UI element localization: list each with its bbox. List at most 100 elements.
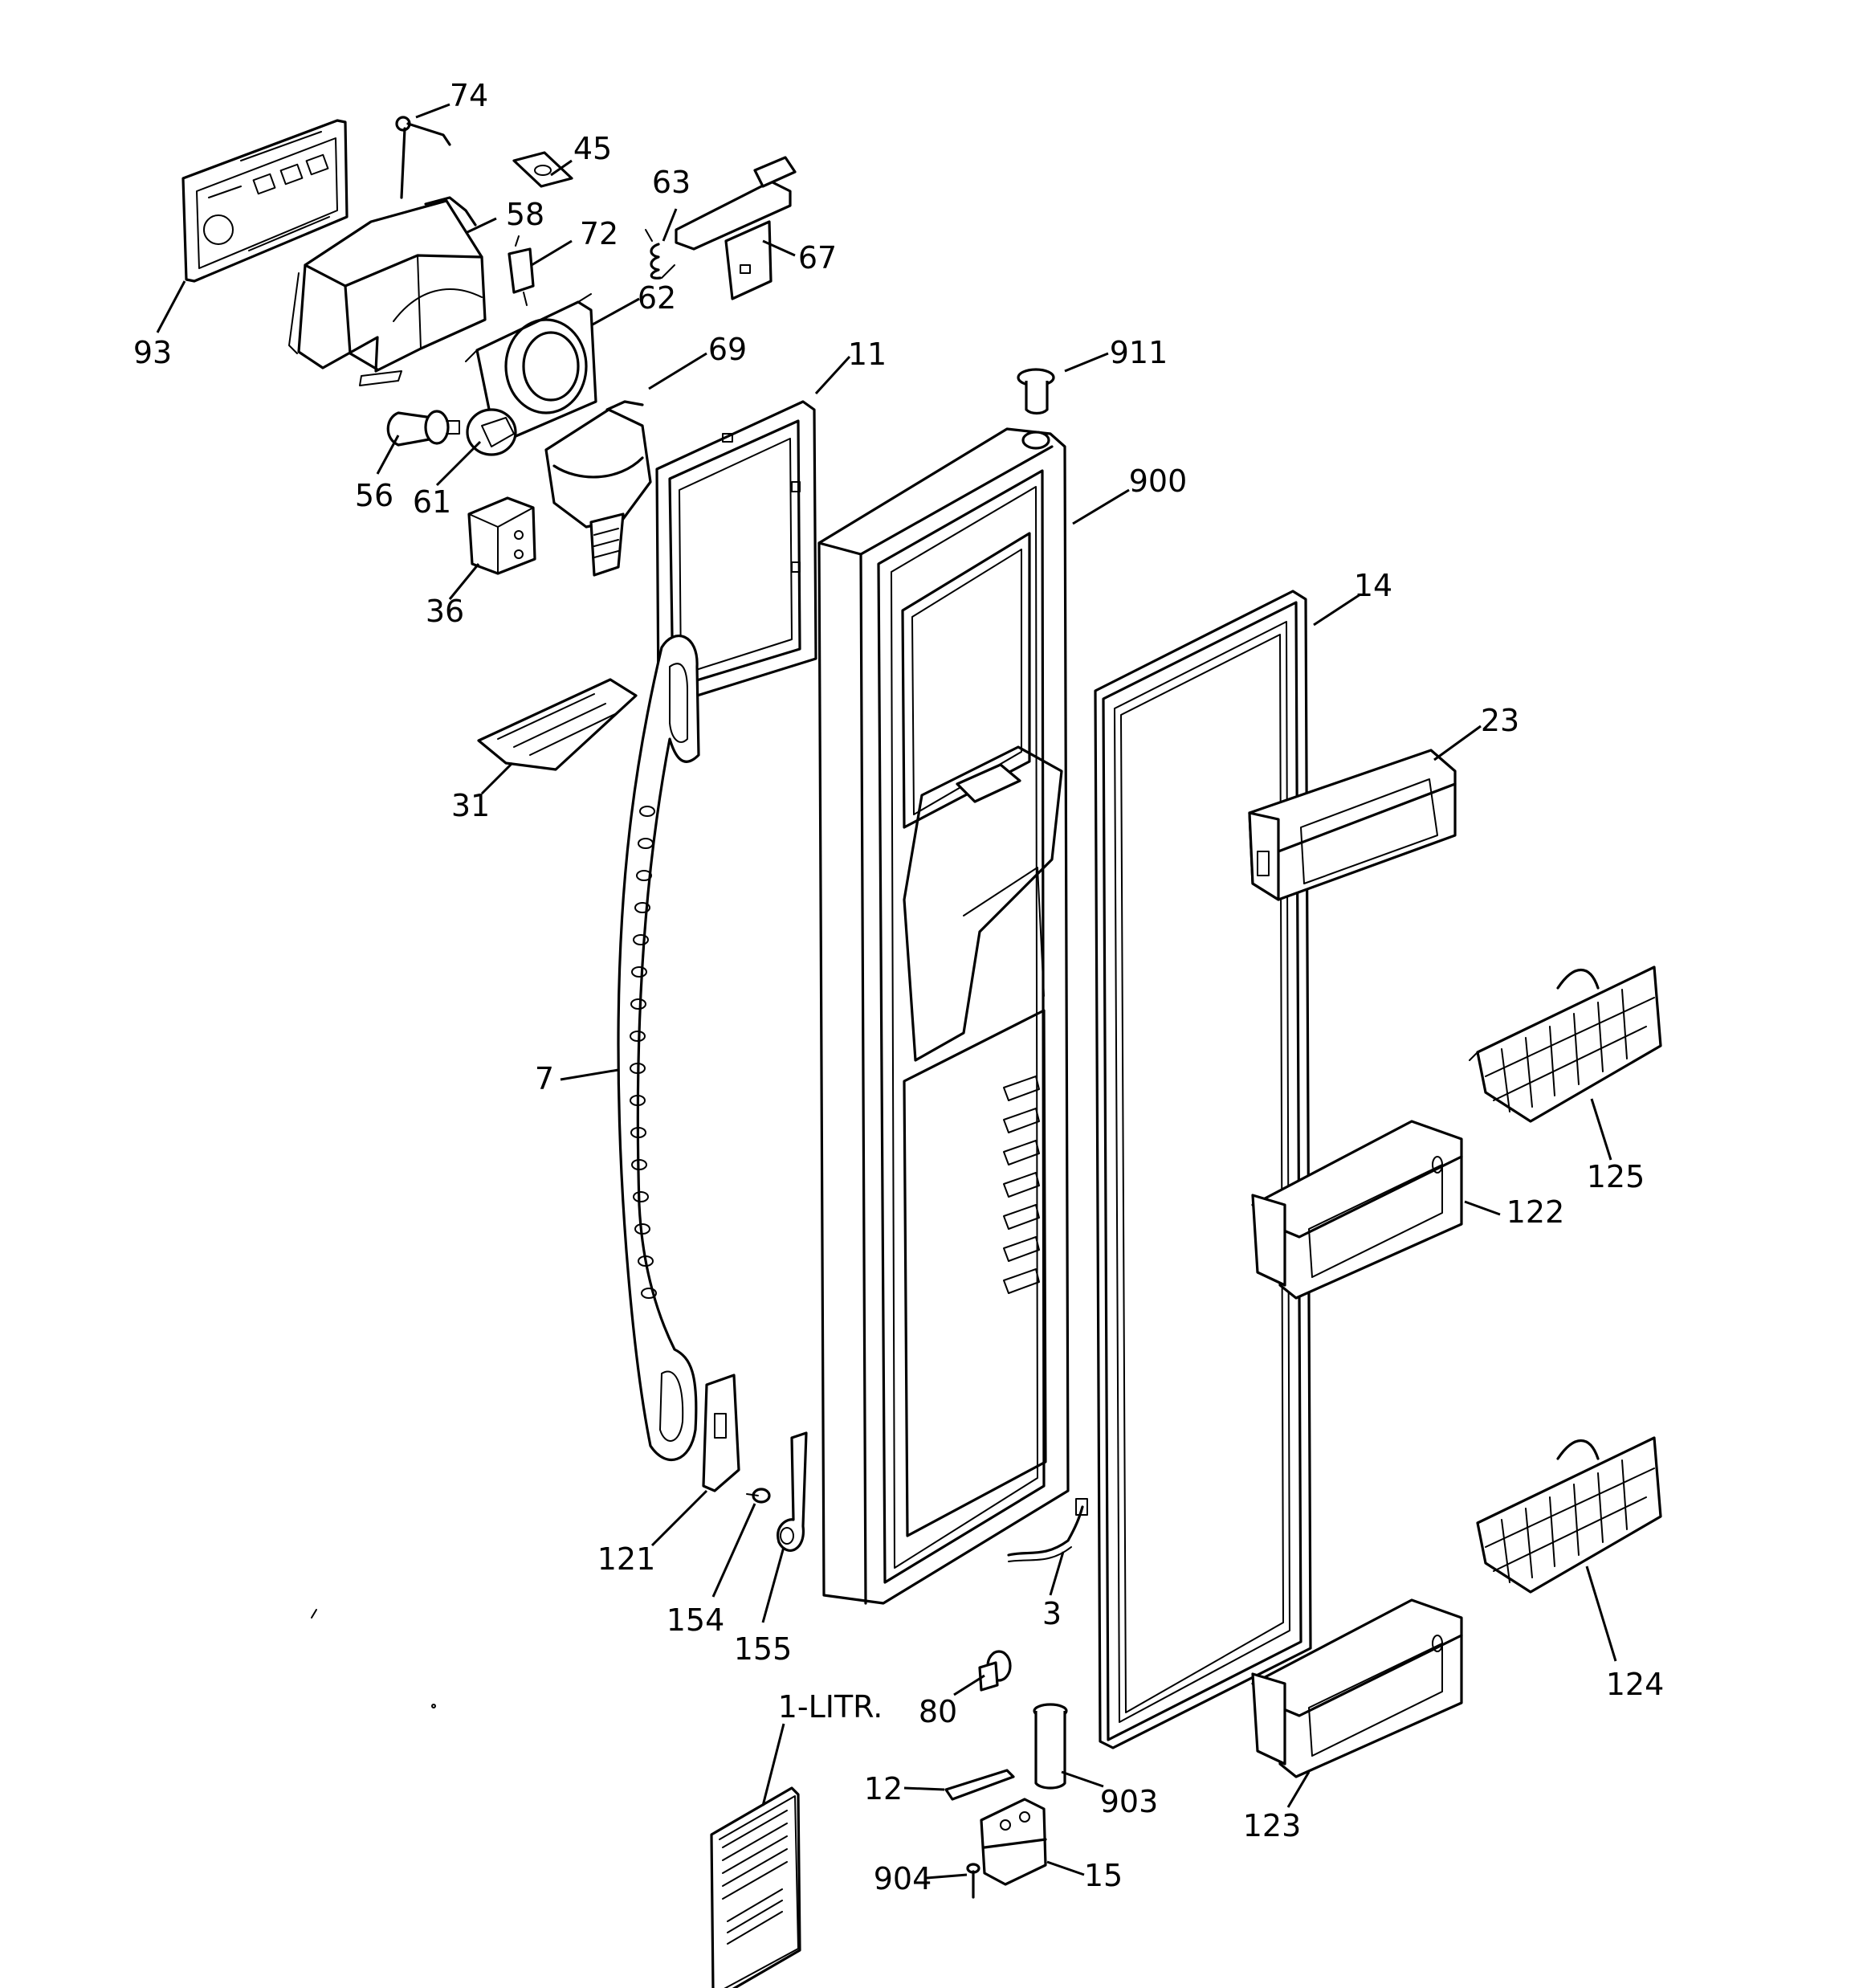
leader-122 (1464, 1200, 1501, 1216)
leader-56 (376, 435, 400, 475)
part-15-bottom-hinge (980, 1798, 1047, 1886)
leader-911 (1064, 352, 1109, 373)
leader-124 (1585, 1565, 1617, 1662)
callout-74: 74 (450, 78, 488, 113)
callout-121: 121 (597, 1541, 656, 1577)
part-93-control-panel (181, 119, 349, 283)
part-904-screw (966, 1863, 980, 1899)
stray-dot (431, 1704, 436, 1708)
callout-123: 123 (1243, 1808, 1302, 1843)
callout-93: 93 (133, 335, 172, 370)
part-3-wire-harness (1007, 1498, 1088, 1562)
callout-58: 58 (506, 197, 544, 232)
part-911-bushing (1017, 368, 1055, 415)
leader-lines (156, 103, 1617, 1880)
callout-911: 911 (1110, 335, 1168, 370)
callout-11: 11 (848, 337, 887, 372)
part-62-ring-housing (465, 293, 597, 439)
leader-7 (560, 1068, 619, 1081)
callout-45: 45 (573, 131, 612, 166)
leader-69 (648, 352, 707, 390)
callout-67: 67 (798, 240, 837, 276)
literature-booklet (710, 1786, 801, 1988)
leader-62 (592, 297, 640, 326)
part-122-door-bin (1251, 1120, 1463, 1300)
leader-11 (814, 355, 851, 395)
part-125-wire-rack (1469, 965, 1662, 1123)
part-58-dispenser-housing (288, 196, 487, 386)
leader-155 (761, 1546, 785, 1623)
callout-63: 63 (652, 165, 691, 200)
leader-67 (762, 239, 796, 257)
part-74-wire (395, 116, 451, 199)
part-31-drip-tray (477, 678, 638, 771)
leader-31 (480, 761, 514, 795)
leader-3 (1049, 1551, 1065, 1596)
leader-154 (711, 1503, 756, 1598)
part-154-screw (746, 1488, 771, 1504)
part-7-handle (617, 635, 700, 1461)
door-shelf-clips (1003, 1076, 1040, 1294)
part-900-door-liner (817, 427, 1070, 1605)
callout-900: 900 (1129, 463, 1188, 499)
callout-69: 69 (708, 332, 747, 367)
callout-903: 903 (1100, 1784, 1159, 1819)
callout-23: 23 (1481, 703, 1519, 738)
callout-122: 122 (1506, 1194, 1565, 1230)
leader-15 (1046, 1860, 1085, 1876)
leader-74 (415, 103, 450, 119)
leader-12 (903, 1786, 945, 1791)
leader-904 (926, 1873, 968, 1880)
leader-14 (1313, 593, 1361, 627)
part-903-hinge-bushing (1033, 1703, 1068, 1790)
leader-121 (650, 1489, 708, 1547)
leader-93 (156, 280, 186, 333)
part-14-door-gasket (1094, 590, 1312, 1749)
callout-36: 36 (426, 594, 464, 629)
leader-125 (1590, 1098, 1612, 1161)
booklet-text-lines (722, 1810, 788, 1945)
part-23-door-bin (1248, 749, 1457, 901)
callout-154: 154 (667, 1602, 725, 1638)
part-45-bracket (512, 151, 573, 188)
part-36-switch-bracket (467, 496, 536, 575)
leader-900 (1072, 488, 1130, 525)
part-121-handle-mount (702, 1374, 740, 1492)
callout-125: 125 (1587, 1159, 1645, 1194)
handle-grip-ribs (630, 806, 657, 1299)
callout-72: 72 (580, 216, 618, 251)
part-72-switch (508, 235, 535, 306)
callout-31: 31 (451, 788, 490, 823)
callout-124: 124 (1606, 1667, 1665, 1702)
callout-1-litr: 1-LITR. (778, 1689, 883, 1725)
callout-80: 80 (919, 1694, 957, 1729)
part-67-actuator-arm (675, 156, 797, 300)
leader-63 (662, 208, 678, 242)
part-69-ice-chute (544, 400, 652, 577)
leader-1-litr (761, 1723, 785, 1806)
callout-155: 155 (734, 1631, 793, 1667)
leader-36 (448, 563, 480, 600)
stray-mark (311, 1609, 317, 1619)
part-56-motor (386, 410, 460, 447)
part-123-door-bin (1251, 1598, 1463, 1778)
callout-15: 15 (1084, 1858, 1123, 1893)
callout-12: 12 (864, 1771, 903, 1806)
callout-62: 62 (638, 280, 676, 316)
leader-903 (1061, 1770, 1104, 1788)
leader-23 (1433, 725, 1482, 761)
part-12-hinge-shim (944, 1769, 1015, 1801)
part-124-wire-rack (1476, 1436, 1662, 1594)
callout-904: 904 (874, 1861, 932, 1896)
leader-72 (531, 239, 573, 267)
leader-123 (1286, 1771, 1311, 1808)
part-63-spring (645, 229, 675, 280)
part-80-plug (978, 1650, 1012, 1692)
leader-61 (435, 440, 482, 487)
callout-61: 61 (413, 484, 451, 520)
part-155-pin (777, 1431, 808, 1552)
callout-7: 7 (535, 1061, 554, 1096)
leader-58 (465, 217, 497, 235)
leader-45 (550, 159, 573, 177)
